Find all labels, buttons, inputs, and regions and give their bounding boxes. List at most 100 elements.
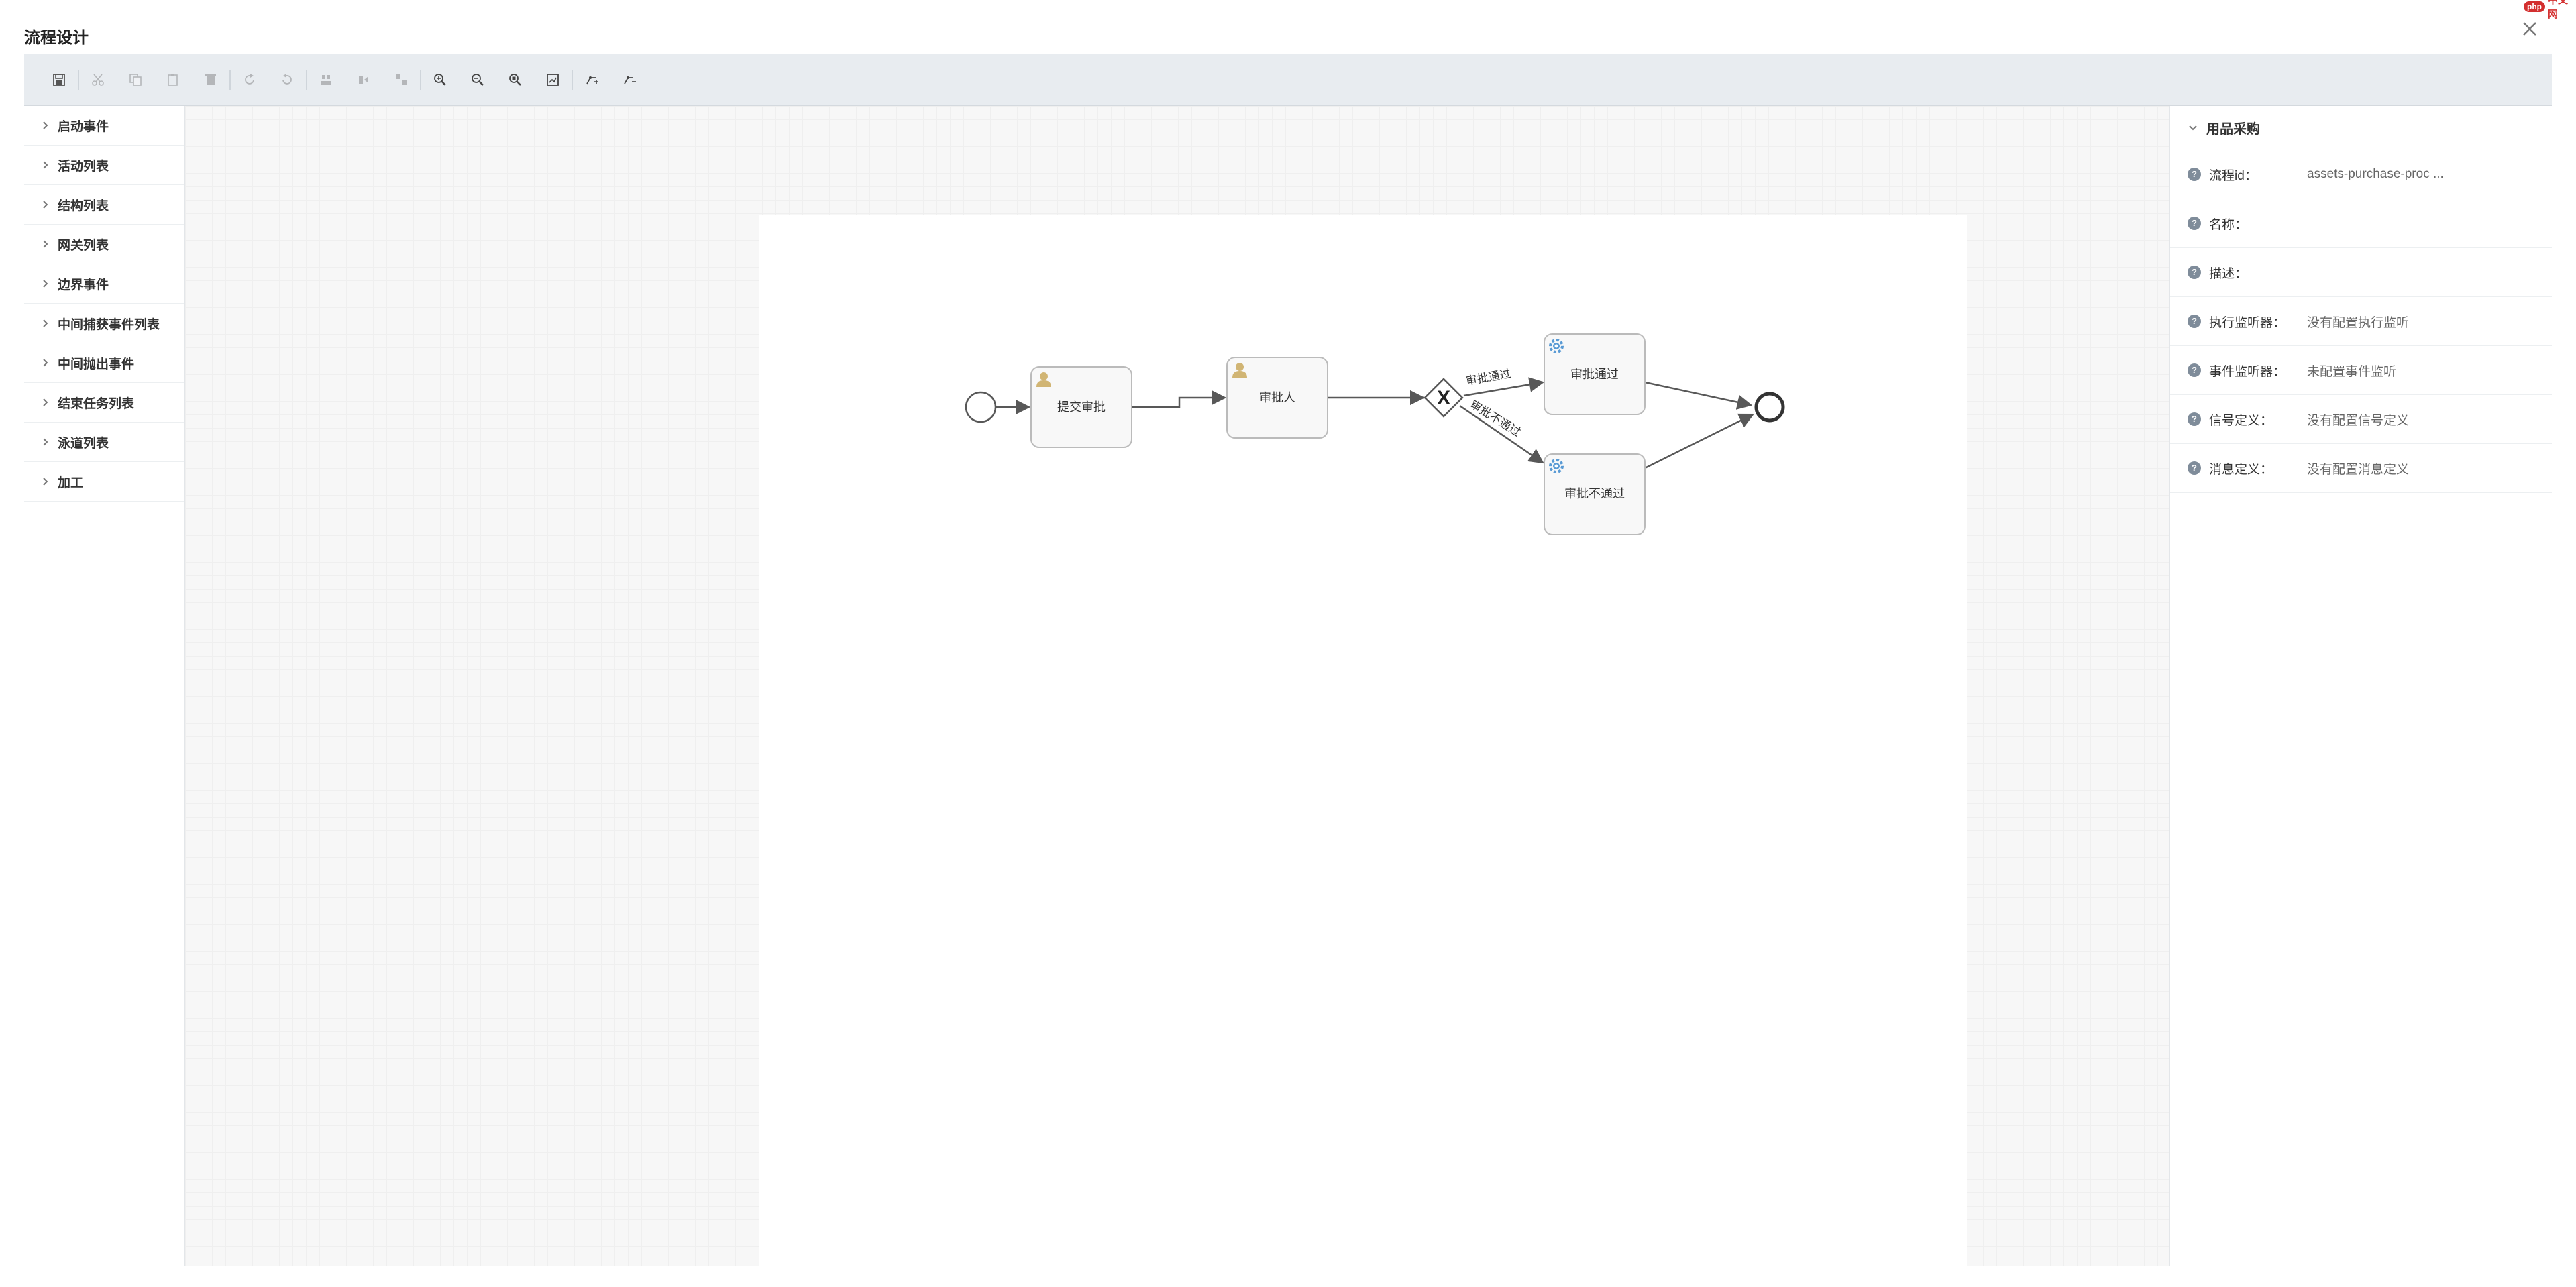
sidebar-item-end-events[interactable]: 结束任务列表 <box>24 383 184 423</box>
chevron-right-icon <box>43 398 48 406</box>
property-signal-definitions[interactable]: ? 信号定义： 没有配置信号定义 <box>2170 395 2552 444</box>
redo-button[interactable] <box>231 61 268 99</box>
properties-header[interactable]: 用品采购 <box>2170 106 2552 150</box>
sidebar-item-structures[interactable]: 结构列表 <box>24 185 184 225</box>
align-vertical-icon <box>321 74 331 85</box>
brand-logo: php <box>2524 1 2545 12</box>
bpmn-diagram: 审批通过 审批不通过 提交审批 <box>965 333 1785 535</box>
user-icon <box>1232 363 1247 378</box>
sidebar-item-artifacts[interactable]: 加工 <box>24 462 184 502</box>
sidebar-item-label: 中间捕获事件列表 <box>58 317 160 332</box>
sidebar-item-label: 边界事件 <box>58 278 109 292</box>
paste-icon <box>168 73 178 86</box>
property-value: 没有配置执行监听 <box>2307 315 2410 330</box>
property-name: 信号定义： <box>2209 413 2273 428</box>
sidebar-item-start-events[interactable]: 启动事件 <box>24 106 184 146</box>
zoom-actual-button[interactable] <box>496 61 534 99</box>
property-event-listeners[interactable]: ? 事件监听器： 未配置事件监听 <box>2170 346 2552 395</box>
copy-icon <box>129 73 142 86</box>
copy-button[interactable] <box>117 61 154 99</box>
zoom-out-icon <box>472 73 484 86</box>
chevron-right-icon <box>43 280 48 288</box>
sidebar-item-label: 结束任务列表 <box>58 396 135 411</box>
close-icon <box>2523 22 2536 36</box>
sidebar-item-label: 结构列表 <box>58 199 109 213</box>
sidebar-item-label: 活动列表 <box>58 159 109 174</box>
sequence-flow-fail[interactable] <box>1459 404 1544 464</box>
sequence-flow[interactable] <box>1132 390 1227 408</box>
exclusive-gateway[interactable]: X <box>1424 378 1464 418</box>
help-icon: ? <box>2188 168 2201 181</box>
sidebar-item-swimlanes[interactable]: 泳道列表 <box>24 423 184 462</box>
bendpoint-add-button[interactable] <box>573 61 610 99</box>
delete-button[interactable] <box>192 61 229 99</box>
property-value: 没有配置消息定义 <box>2307 462 2410 477</box>
chevron-right-icon <box>43 240 48 248</box>
zoom-in-button[interactable] <box>421 61 459 99</box>
chevron-down-icon <box>2189 125 2197 130</box>
end-event[interactable] <box>1754 392 1785 423</box>
property-process-id[interactable]: ? 流程id： assets-purchase-proc ... <box>2170 150 2552 199</box>
align-horizontal-button[interactable] <box>345 61 382 99</box>
service-task-approved[interactable]: 审批通过 <box>1544 333 1646 415</box>
sidebar-item-label: 中间抛出事件 <box>58 357 135 372</box>
help-icon: ? <box>2188 266 2201 279</box>
start-event[interactable] <box>965 391 997 423</box>
sidebar-item-intermediate-catch-events[interactable]: 中间捕获事件列表 <box>24 304 184 343</box>
bendpoint-remove-button[interactable] <box>610 61 648 99</box>
same-size-button[interactable] <box>382 61 420 99</box>
gear-icon <box>1549 459 1564 473</box>
save-button[interactable] <box>40 61 78 99</box>
toolbar-separator <box>306 69 307 90</box>
sidebar-item-intermediate-throw-events[interactable]: 中间抛出事件 <box>24 343 184 383</box>
sidebar-item-label: 网关列表 <box>58 238 109 253</box>
same-size-icon <box>396 74 407 85</box>
property-value: 未配置事件监听 <box>2307 364 2397 379</box>
zoom-fit-icon <box>547 73 559 86</box>
sequence-flow[interactable] <box>1644 381 1753 410</box>
sidebar-item-gateways[interactable]: 网关列表 <box>24 225 184 264</box>
user-icon <box>1036 372 1051 387</box>
zoom-actual-icon <box>509 73 521 86</box>
property-name: 消息定义： <box>2209 462 2273 477</box>
sidebar-item-activities[interactable]: 活动列表 <box>24 146 184 185</box>
toolbar-separator <box>420 69 421 90</box>
align-vertical-button[interactable] <box>307 61 345 99</box>
property-name: 描述： <box>2209 266 2248 281</box>
zoom-out-button[interactable] <box>459 61 496 99</box>
palette-sidebar: 启动事件 活动列表 结构列表 网关列表 边界事件 中间捕获事件列表 中间抛出事件… <box>24 106 185 1266</box>
property-name: 名称： <box>2209 217 2248 232</box>
bendpoint-remove-icon <box>624 76 636 84</box>
cut-button[interactable] <box>79 61 117 99</box>
properties-panel: 用品采购 ? 流程id： assets-purchase-proc ... ? … <box>2169 106 2552 1266</box>
diagram-canvas[interactable]: 审批通过 审批不通过 提交审批 <box>185 106 2169 1268</box>
flow-label-fail: 审批不通过 <box>1468 398 1523 439</box>
sequence-flow[interactable] <box>1644 413 1755 469</box>
toolbar-separator <box>78 69 79 90</box>
user-task-submit[interactable]: 提交审批 <box>1030 366 1132 448</box>
undo-button[interactable] <box>268 61 306 99</box>
property-description[interactable]: ? 描述： <box>2170 248 2552 297</box>
sidebar-item-label: 加工 <box>58 475 84 490</box>
properties-title: 用品采购 <box>2206 122 2260 137</box>
property-value: 没有配置信号定义 <box>2307 413 2410 428</box>
sidebar-item-boundary-events[interactable]: 边界事件 <box>24 264 184 304</box>
sequence-flow-pass[interactable] <box>1463 377 1545 397</box>
property-name-field[interactable]: ? 名称： <box>2170 199 2552 248</box>
user-task-approver[interactable]: 审批人 <box>1226 357 1328 439</box>
editor-toolbar <box>24 54 2552 106</box>
chevron-right-icon <box>43 161 48 169</box>
close-button[interactable] <box>2520 20 2540 40</box>
property-message-definitions[interactable]: ? 消息定义： 没有配置消息定义 <box>2170 444 2552 493</box>
brand-text: 中文网 <box>2548 0 2569 20</box>
help-icon: ? <box>2188 363 2201 377</box>
sidebar-item-label: 启动事件 <box>58 119 109 134</box>
zoom-fit-button[interactable] <box>534 61 572 99</box>
zoom-in-icon <box>434 73 446 86</box>
task-label: 审批人 <box>1259 391 1295 404</box>
service-task-rejected[interactable]: 审批不通过 <box>1544 453 1646 535</box>
paste-button[interactable] <box>154 61 192 99</box>
property-execution-listeners[interactable]: ? 执行监听器： 没有配置执行监听 <box>2170 297 2552 346</box>
align-horizontal-icon <box>359 75 368 84</box>
